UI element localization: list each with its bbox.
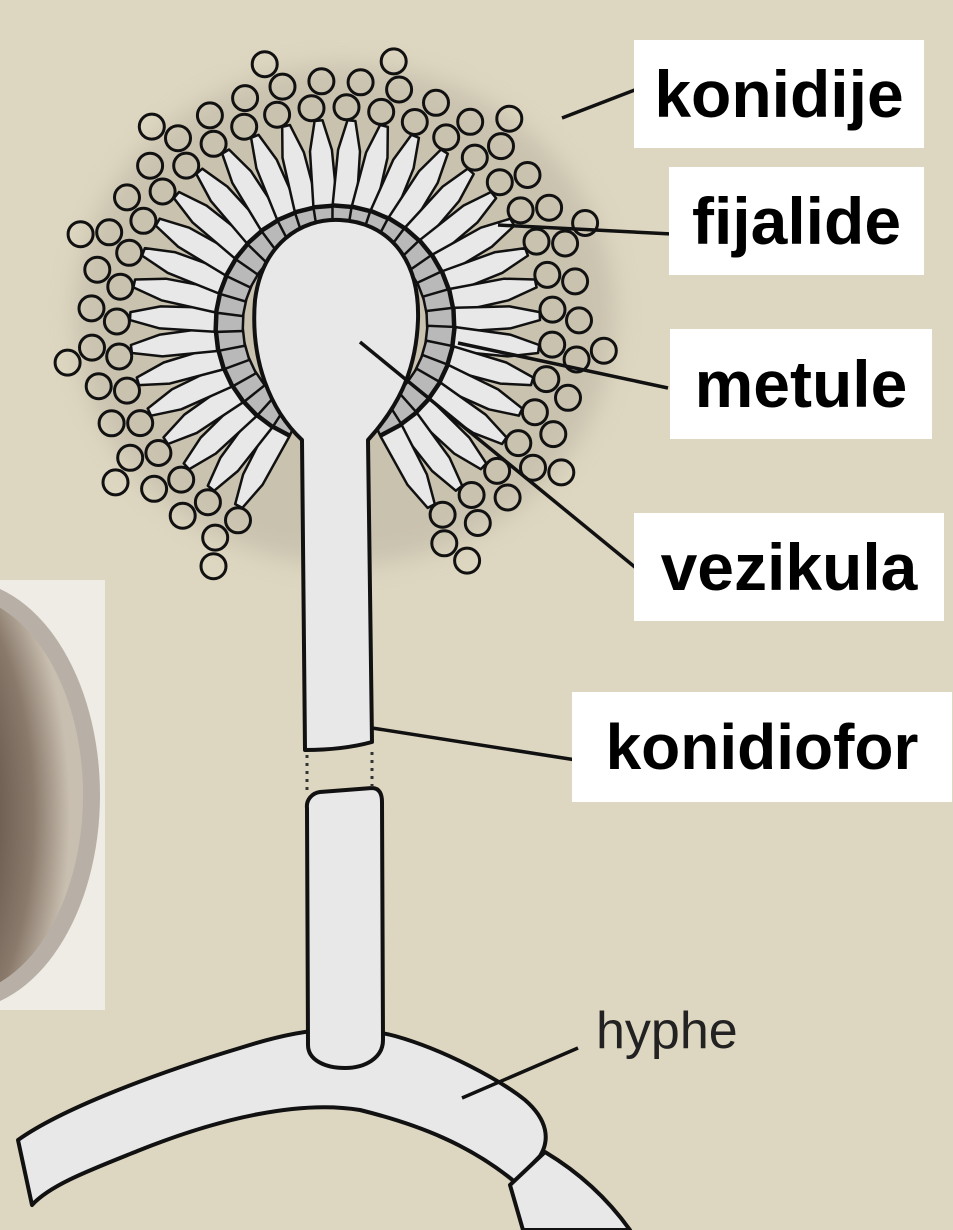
stalk-break-marks — [307, 752, 372, 792]
conidium — [68, 222, 93, 247]
conidium — [252, 52, 277, 77]
label-konidije: konidije — [634, 40, 924, 148]
conidium — [139, 114, 164, 139]
conidium — [201, 554, 226, 579]
label-vezikula: vezikula — [634, 513, 944, 621]
conidium — [455, 548, 480, 573]
label-metule: metule — [670, 329, 932, 439]
conidiophore-lower-segment — [307, 788, 383, 1068]
label-fijalide: fijalide — [669, 167, 924, 275]
conidium — [103, 470, 128, 495]
conidium — [55, 350, 80, 375]
label-hyphe: hyphe — [596, 1005, 738, 1057]
label-konidiofor: konidiofor — [572, 692, 952, 802]
leader-line-konidije — [562, 88, 640, 118]
leader-line-konidiofor — [372, 728, 576, 760]
petri-dish-culture — [0, 580, 105, 1010]
